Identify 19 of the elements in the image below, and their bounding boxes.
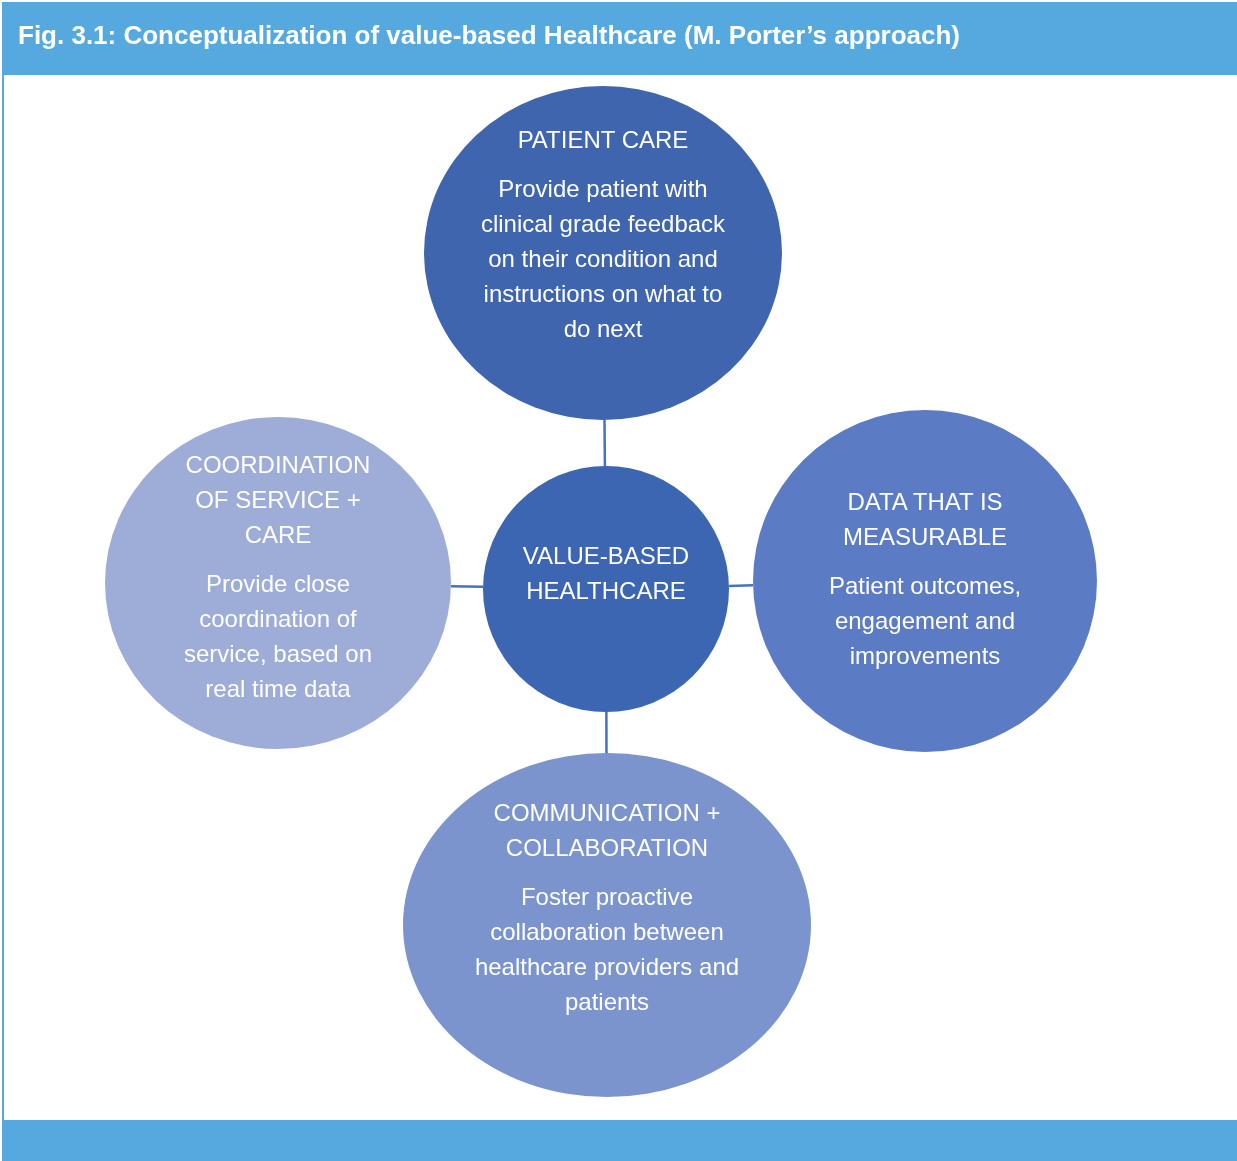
node-text: Provide patient with clinical grade feedback on their condition and instructions on what to do next [479,174,727,344]
circle-node [105,417,451,749]
circle-node [403,753,811,1097]
node-heading: COORDINATION OF SERVICE + CARE [184,450,372,550]
node-heading: PATIENT CARE [516,125,690,155]
node-text: Patient outcomes, engagement and improvements [827,571,1023,671]
node-text: VALUE-BASED HEALTHCARE [521,541,691,606]
connector-line [728,584,754,588]
circle-node [483,466,729,712]
circle-node [424,86,782,420]
circle-node [753,410,1097,752]
node-heading: DATA THAT IS MEASURABLE [841,487,1009,552]
node-text: Provide close coordination of service, based on real time data [182,569,374,704]
connector-line [603,419,607,466]
connector-line [605,712,608,753]
node-heading: COMMUNICATION + COLLABORATION [492,798,722,863]
connector-line [450,584,484,588]
figure-title: Fig. 3.1: Conceptualization of value-based Healthcare (M. Porter’s approach) [18,20,960,51]
node-text: Foster proactive collaboration between healthcare providers and patients [473,882,741,1017]
